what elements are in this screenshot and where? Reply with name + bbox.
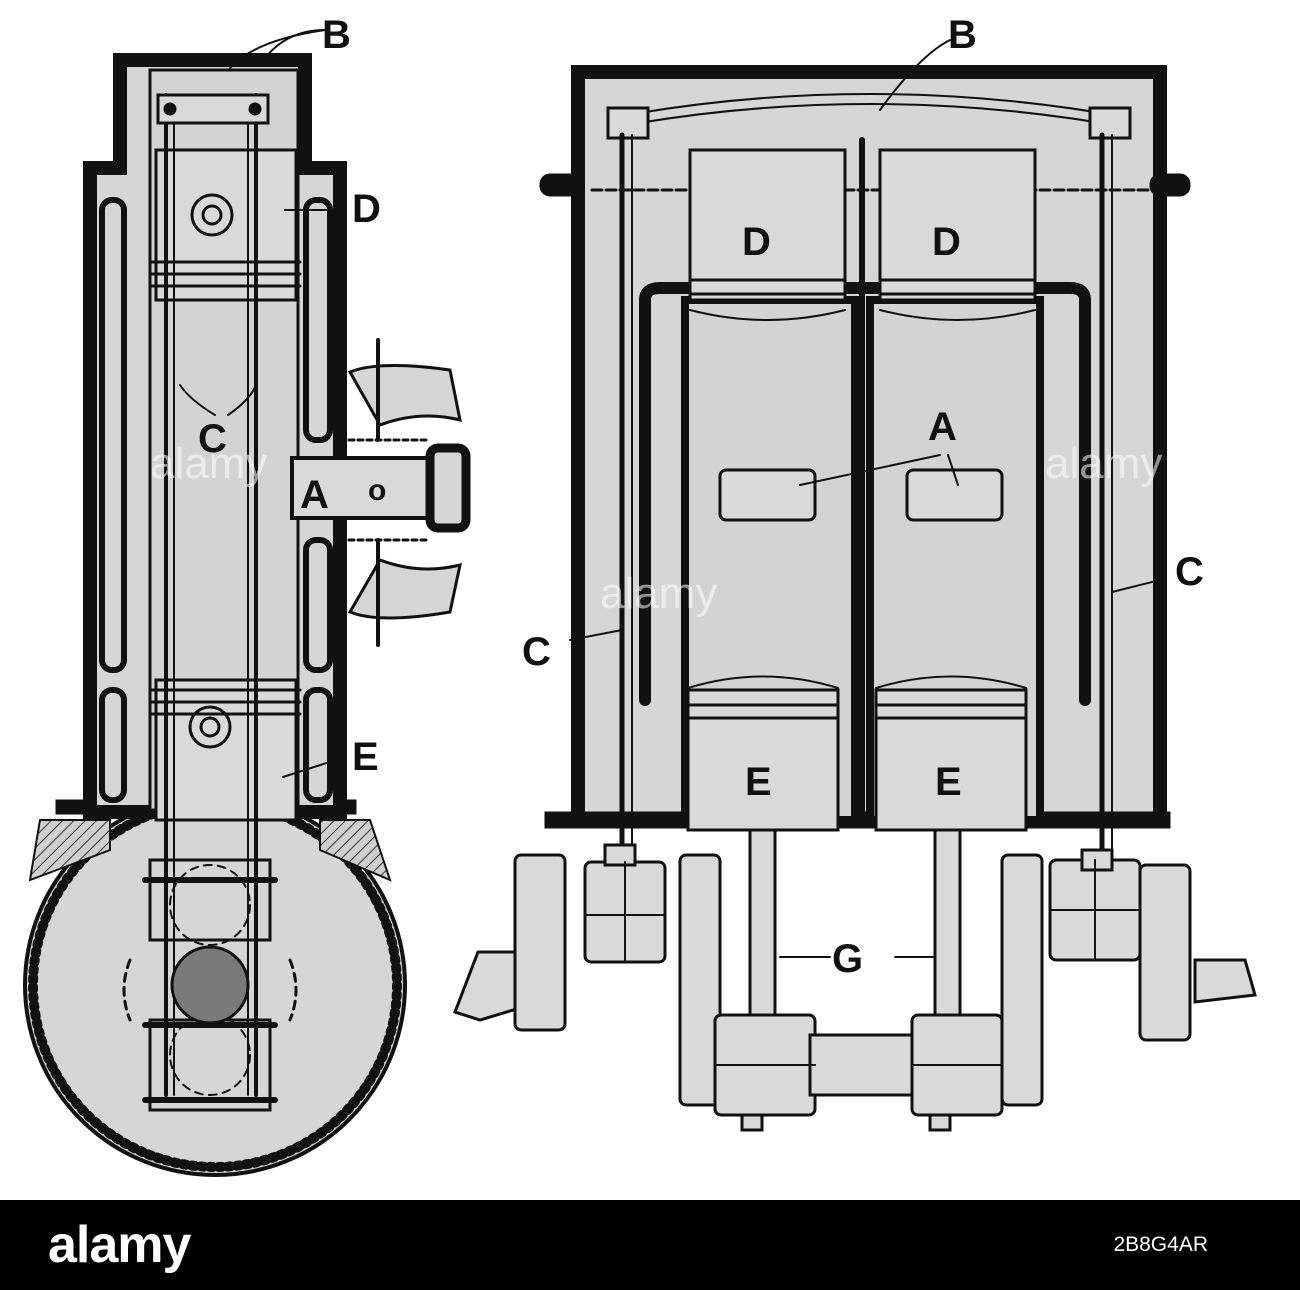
label-right-d1: D <box>742 220 771 264</box>
brand-logo: alamy <box>48 1216 191 1274</box>
label-left-e: E <box>352 735 379 779</box>
conrod-g-left <box>748 828 777 1032</box>
label-left-d: D <box>352 187 381 231</box>
crankshaft-section <box>170 945 250 1025</box>
side-section-view <box>23 29 471 1177</box>
watermark-1: alamy <box>150 439 267 488</box>
watermark-3: alamy <box>1045 439 1162 488</box>
piston-e-right <box>874 688 1028 832</box>
label-right-c-left: C <box>522 630 551 674</box>
piston-d-side <box>154 148 298 302</box>
watermark-2: alamy <box>600 569 717 618</box>
image-id: 2B8G4AR <box>1113 1233 1208 1256</box>
label-right-e2: E <box>935 760 962 804</box>
label-right-e1: E <box>745 760 772 804</box>
label-right-d2: D <box>932 220 961 264</box>
label-left-c: C <box>198 417 227 461</box>
label-left-a: A <box>300 473 329 517</box>
footer-bar: alamy 2B8G4AR <box>0 1200 1300 1290</box>
port-a-right <box>905 468 1004 522</box>
front-section-view <box>453 39 1257 1132</box>
label-right-b: B <box>948 13 977 57</box>
crankshaft <box>453 843 1257 1132</box>
conrod-g-right <box>933 828 962 1032</box>
label-left-o: o <box>368 474 386 507</box>
piston-e-left <box>686 688 840 832</box>
label-right-g: G <box>832 937 863 981</box>
label-left-b: B <box>322 13 351 57</box>
piston-d-right <box>878 148 1037 302</box>
piston-d-left <box>688 148 847 302</box>
port-a-left <box>718 468 817 522</box>
label-right-c-right: C <box>1175 550 1204 594</box>
engine-diagram: alamy alamy alamy B D C A o E B D D A C … <box>23 13 1257 1177</box>
label-right-a: A <box>928 405 957 449</box>
